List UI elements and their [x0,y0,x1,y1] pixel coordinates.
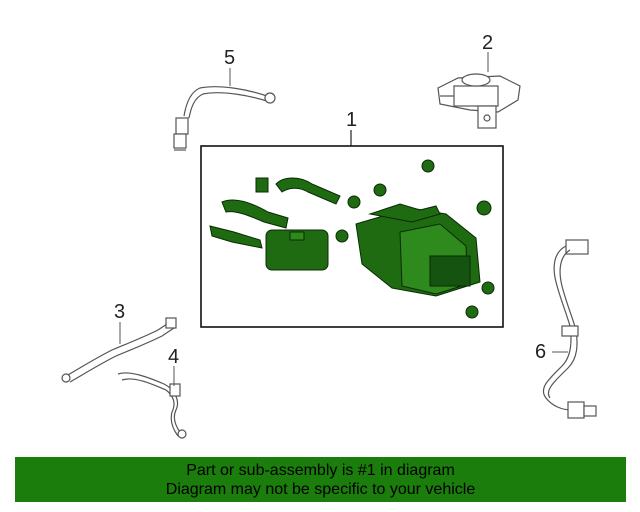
part-3-hose[interactable] [61,317,177,383]
part-2-valve[interactable] [437,73,521,129]
callout-5-label[interactable]: 5 [224,47,236,69]
part-4-hose[interactable] [117,372,187,439]
part-1-canister-assembly[interactable] [209,159,495,319]
banner-line-1: Part or sub-assembly is #1 in diagram [186,462,455,479]
callout-6-label[interactable]: 6 [535,341,547,363]
info-banner: Part or sub-assembly is #1 in diagram Di… [15,457,626,502]
assembly-frame [200,145,504,328]
parts-diagram [61,52,597,439]
callout-3-label[interactable]: 3 [114,301,126,323]
callout-2-label[interactable]: 2 [482,32,494,54]
part-6-sensor[interactable] [542,239,597,419]
callout-4-label[interactable]: 4 [168,346,180,368]
banner-line-2: Diagram may not be specific to your vehi… [165,481,476,498]
callout-1-label[interactable]: 1 [346,109,358,131]
part-5-sensor-hose[interactable] [173,86,276,151]
